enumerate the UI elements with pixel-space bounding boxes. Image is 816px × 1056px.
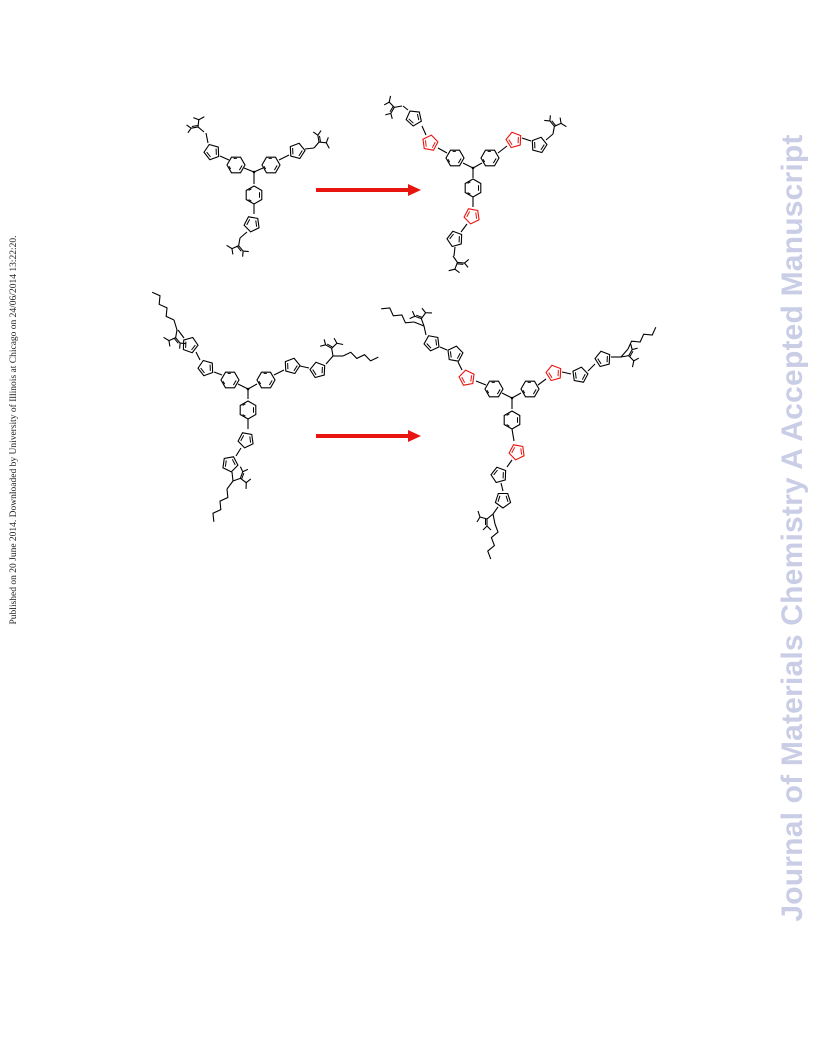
reactant-1: [184, 115, 331, 262]
reactant-2: [151, 289, 379, 523]
reaction-arrow-2: [316, 430, 421, 442]
product-1: [379, 94, 568, 274]
product-2: [380, 303, 659, 560]
reaction-arrow-1: [316, 184, 421, 196]
